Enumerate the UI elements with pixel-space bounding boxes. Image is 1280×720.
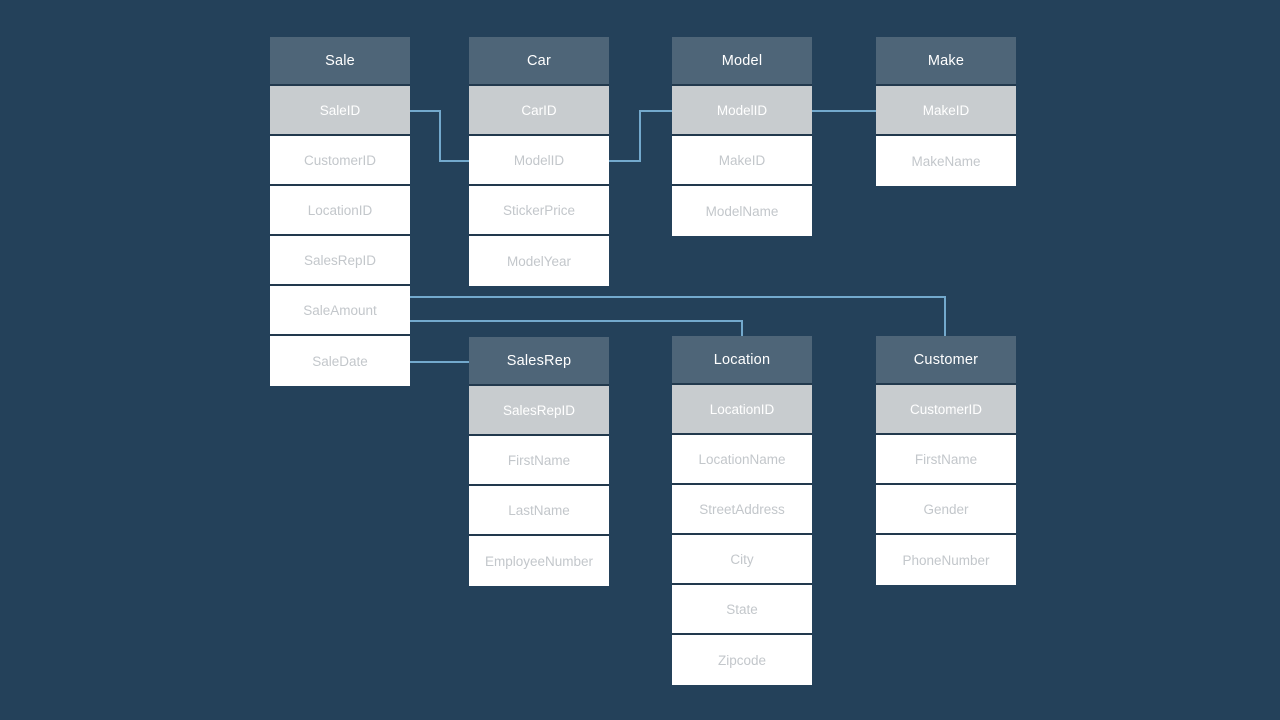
field-sale-salesrepid[interactable]: SalesRepID (270, 236, 410, 286)
field-sale-saleamount[interactable]: SaleAmount (270, 286, 410, 336)
primary-key-field-model-modelid[interactable]: ModelID (672, 86, 812, 136)
connector-car-modelid-to-sale-saleid (402, 110, 470, 162)
field-location-city[interactable]: City (672, 535, 812, 585)
entity-title-model: Model (672, 37, 812, 86)
field-model-makeid[interactable]: MakeID (672, 136, 812, 186)
primary-key-field-car-carid[interactable]: CarID (469, 86, 609, 136)
field-salesrep-lastname[interactable]: LastName (469, 486, 609, 536)
entity-title-make: Make (876, 37, 1016, 86)
entity-title-location: Location (672, 336, 812, 385)
entity-title-customer: Customer (876, 336, 1016, 385)
field-make-makename[interactable]: MakeName (876, 136, 1016, 186)
field-salesrep-employeenumber[interactable]: EmployeeNumber (469, 536, 609, 586)
field-sale-locationid[interactable]: LocationID (270, 186, 410, 236)
connector-sale-locationid-to-location (409, 320, 743, 337)
field-salesrep-firstname[interactable]: FirstName (469, 436, 609, 486)
field-car-modelyear[interactable]: ModelYear (469, 236, 609, 286)
field-car-stickerprice[interactable]: StickerPrice (469, 186, 609, 236)
field-sale-saledate[interactable]: SaleDate (270, 336, 410, 386)
field-car-modelid[interactable]: ModelID (469, 136, 609, 186)
connector-sale-customerid-to-customer (409, 296, 946, 337)
field-location-state[interactable]: State (672, 585, 812, 635)
entity-title-car: Car (469, 37, 609, 86)
entity-title-sale: Sale (270, 37, 410, 86)
field-location-zipcode[interactable]: Zipcode (672, 635, 812, 685)
primary-key-field-location-locationid[interactable]: LocationID (672, 385, 812, 435)
field-sale-customerid[interactable]: CustomerID (270, 136, 410, 186)
field-customer-phonenumber[interactable]: PhoneNumber (876, 535, 1016, 585)
primary-key-field-make-makeid[interactable]: MakeID (876, 86, 1016, 136)
field-location-streetaddress[interactable]: StreetAddress (672, 485, 812, 535)
field-model-modelname[interactable]: ModelName (672, 186, 812, 236)
primary-key-field-sale-saleid[interactable]: SaleID (270, 86, 410, 136)
field-customer-gender[interactable]: Gender (876, 485, 1016, 535)
primary-key-field-customer-customerid[interactable]: CustomerID (876, 385, 1016, 435)
primary-key-field-salesrep-salesrepid[interactable]: SalesRepID (469, 386, 609, 436)
field-location-locationname[interactable]: LocationName (672, 435, 812, 485)
entity-title-salesrep: SalesRep (469, 337, 609, 386)
field-customer-firstname[interactable]: FirstName (876, 435, 1016, 485)
